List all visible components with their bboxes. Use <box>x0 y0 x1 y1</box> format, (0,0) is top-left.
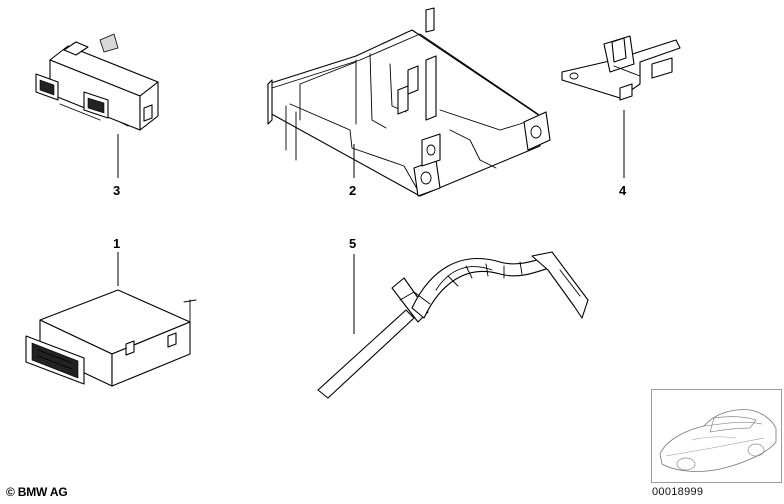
callout-5[interactable]: 5 <box>349 236 356 251</box>
part-5-cable-strap[interactable] <box>317 251 589 399</box>
diagram-number: 00018999 <box>652 486 704 498</box>
part-2-holder-bracket[interactable] <box>267 7 551 197</box>
callout-4[interactable]: 4 <box>619 183 627 198</box>
part-3-control-module[interactable] <box>35 33 159 131</box>
vehicle-location-thumbnail <box>651 389 782 483</box>
callout-2[interactable]: 2 <box>349 183 356 198</box>
callout-3[interactable]: 3 <box>113 183 120 198</box>
car-outline-icon <box>659 409 777 472</box>
part-4-bracket[interactable] <box>561 35 681 101</box>
copyright-text: © BMW AG <box>6 485 68 499</box>
callout-1[interactable]: 1 <box>113 236 120 251</box>
part-1-control-module[interactable] <box>25 289 197 387</box>
